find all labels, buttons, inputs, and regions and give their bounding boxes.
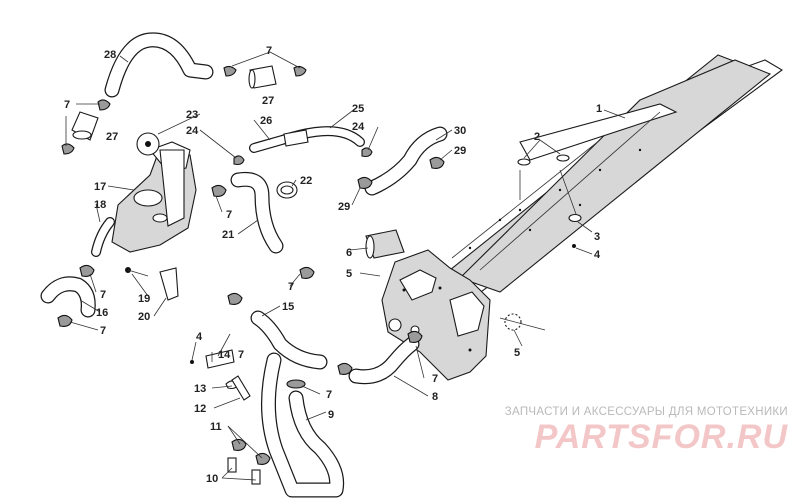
callout-17: 17 bbox=[94, 181, 106, 193]
callout-1: 1 bbox=[596, 103, 602, 115]
callout-27a: 27 bbox=[262, 95, 274, 107]
callout-28: 28 bbox=[104, 49, 116, 61]
rail-rivets bbox=[468, 148, 642, 250]
callout-24b: 24 bbox=[352, 121, 365, 133]
sleeve-part bbox=[365, 229, 405, 259]
hose-16 bbox=[40, 264, 96, 327]
callout-7g: 7 bbox=[326, 389, 332, 401]
callout-7h: 7 bbox=[432, 373, 438, 385]
leader-lines bbox=[65, 51, 626, 481]
hose-15 bbox=[227, 266, 328, 389]
hose-9 bbox=[261, 352, 345, 498]
hose-8 bbox=[337, 330, 423, 385]
callout-4a: 4 bbox=[594, 249, 601, 261]
callout-19: 19 bbox=[138, 293, 150, 305]
callout-11: 11 bbox=[210, 421, 222, 433]
bracket-20 bbox=[125, 267, 179, 301]
hose-30 bbox=[357, 126, 448, 196]
hose-27-top bbox=[223, 65, 307, 89]
callout-30: 30 bbox=[454, 125, 466, 137]
callout-12: 12 bbox=[194, 403, 206, 415]
callout-5b: 5 bbox=[514, 347, 520, 359]
callout-9: 9 bbox=[328, 409, 334, 421]
callout-7i: 7 bbox=[238, 349, 244, 361]
watermark-logo: PARTSFOR.RU bbox=[534, 418, 788, 456]
heat-exchanger-rails bbox=[438, 54, 783, 301]
callout-7f: 7 bbox=[288, 281, 294, 293]
callout-3: 3 bbox=[594, 231, 600, 243]
watermark-tagline: ЗАПЧАСТИ И АКСЕССУАРЫ ДЛЯ МОТОТЕХНИКИ bbox=[504, 406, 788, 418]
callout-24a: 24 bbox=[186, 125, 199, 137]
callout-15: 15 bbox=[282, 301, 294, 313]
hose-26 bbox=[233, 126, 373, 166]
callout-16: 16 bbox=[96, 307, 108, 319]
callout-20: 20 bbox=[138, 311, 150, 323]
hose-21 bbox=[211, 171, 284, 254]
callout-22: 22 bbox=[300, 175, 312, 187]
callout-18: 18 bbox=[94, 199, 106, 211]
callout-7b: 7 bbox=[64, 99, 70, 111]
callout-8: 8 bbox=[432, 391, 438, 403]
callout-2: 2 bbox=[534, 131, 540, 143]
callout-23: 23 bbox=[186, 109, 198, 121]
hose-28 bbox=[104, 32, 214, 98]
callout-25: 25 bbox=[352, 103, 364, 115]
callout-10: 10 bbox=[206, 473, 218, 485]
callout-13: 13 bbox=[194, 383, 206, 395]
callout-29b: 29 bbox=[338, 201, 350, 213]
callout-5a: 5 bbox=[346, 268, 352, 280]
hose-27-left bbox=[61, 99, 111, 155]
callout-4b: 4 bbox=[196, 331, 203, 343]
callout-29a: 29 bbox=[454, 145, 466, 157]
small-hardware bbox=[190, 349, 271, 485]
callout-7e: 7 bbox=[100, 325, 106, 337]
callout-26: 26 bbox=[260, 115, 272, 127]
right-screws bbox=[499, 313, 546, 331]
bulkhead-plate bbox=[381, 249, 491, 381]
callout-7c: 7 bbox=[226, 209, 232, 221]
rail-clips bbox=[517, 154, 582, 248]
coolant-tank bbox=[111, 132, 197, 253]
callout-7a: 7 bbox=[266, 45, 272, 57]
callout-21: 21 bbox=[222, 229, 234, 241]
callout-7d: 7 bbox=[100, 289, 106, 301]
callout-14: 14 bbox=[218, 349, 231, 361]
spring-clamp-22 bbox=[276, 181, 298, 199]
callout-labels: 1 2 3 4 4 5 5 6 7 7 7 7 7 7 7 7 7 8 9 10… bbox=[64, 45, 602, 485]
callout-6: 6 bbox=[346, 247, 352, 259]
callout-27b: 27 bbox=[106, 131, 118, 143]
